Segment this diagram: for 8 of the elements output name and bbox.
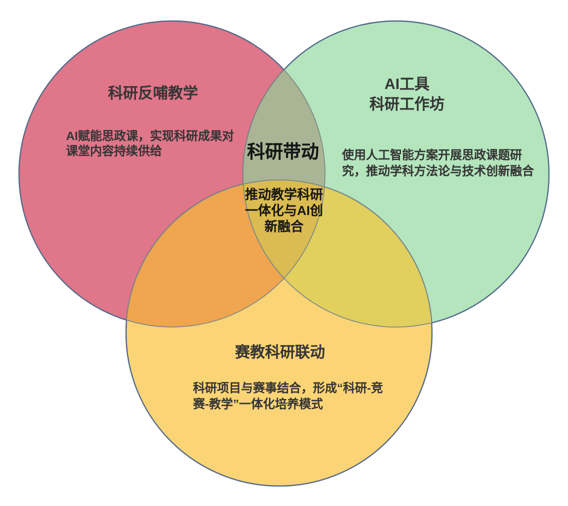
overlap-description: 推动教学科研一体化与AI创新融合 (244, 187, 324, 235)
circle-description: 科研项目与赛事结合，形成“科研-竞赛-教学”一体化培养模式 (193, 380, 384, 412)
overlap-title: 科研带动 (246, 141, 320, 164)
circle-title: 科研反哺教学 (107, 84, 199, 104)
circle-title: 赛教科研联动 (234, 343, 326, 363)
circle-description: AI赋能思政课，实现科研成果对课堂内容持续供给 (66, 129, 235, 159)
circle-title: AI工具科研工作坊 (368, 75, 446, 115)
circle-description: 使用人工智能方案开展思政课题研究，推动学科方法论与技术创新融合 (342, 147, 535, 179)
